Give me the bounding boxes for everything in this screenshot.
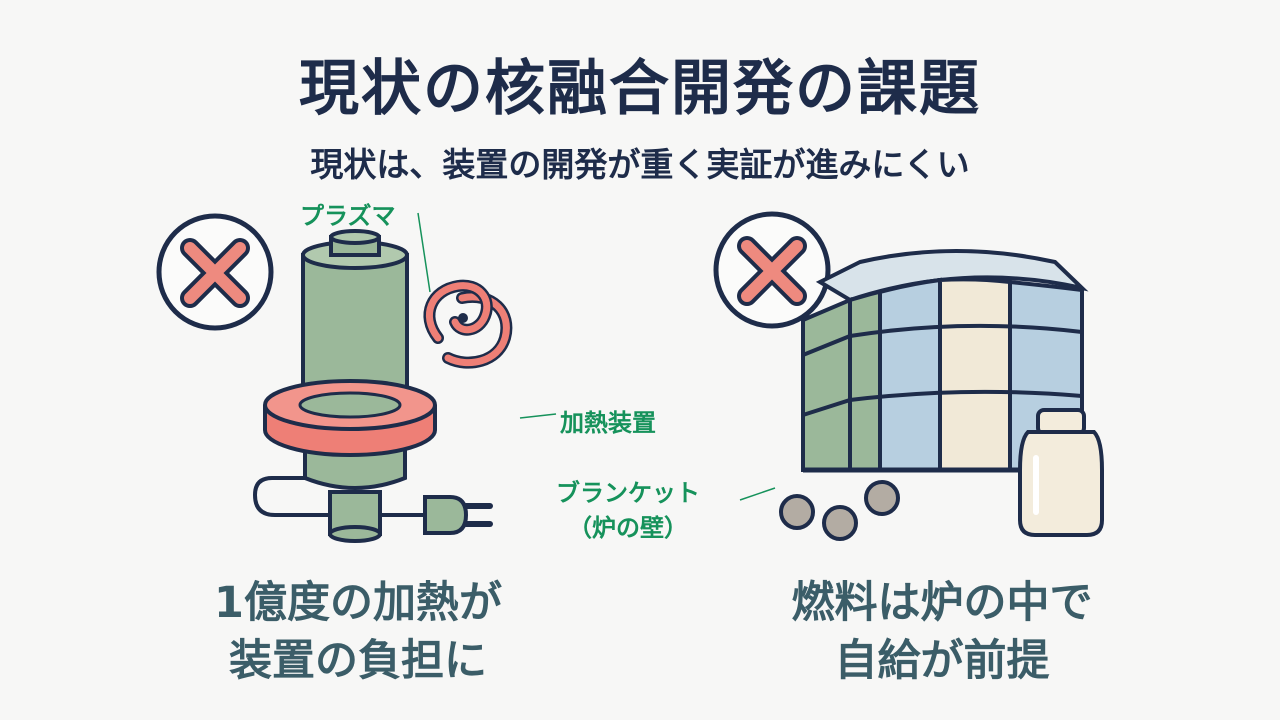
- fuel-tank-icon: [1018, 408, 1104, 537]
- fuel-pellet-icon: [779, 480, 900, 541]
- caption-left-line1: 1億度の加熱が: [214, 578, 502, 628]
- caption-right-line2: 自給が前提: [834, 636, 1050, 686]
- label-blanket: ブランケット （炉の壁）: [556, 473, 700, 543]
- caption-right: 燃料は炉の中で 自給が前提: [682, 574, 1202, 690]
- page-title: 現状の核融合開発の課題: [299, 54, 981, 124]
- label-blanket-line1: ブランケット: [556, 479, 700, 507]
- page-subtitle: 現状は、装置の開発が重く実証が進みにくい: [310, 145, 970, 184]
- label-blanket-line2: （炉の壁）: [568, 514, 688, 542]
- label-heater: 加熱装置: [560, 409, 656, 437]
- caption-left-line2: 装置の負担に: [229, 636, 487, 686]
- plasma-spiral-icon: [423, 279, 513, 369]
- label-plasma: プラズマ: [300, 202, 396, 230]
- heater-ring-icon: [263, 379, 437, 457]
- plug-icon: [252, 476, 493, 535]
- caption-left: 1億度の加熱が 装置の負担に: [98, 574, 618, 690]
- cross-icon: [713, 211, 831, 329]
- cross-icon: [156, 213, 274, 331]
- caption-right-line1: 燃料は炉の中で: [791, 578, 1093, 628]
